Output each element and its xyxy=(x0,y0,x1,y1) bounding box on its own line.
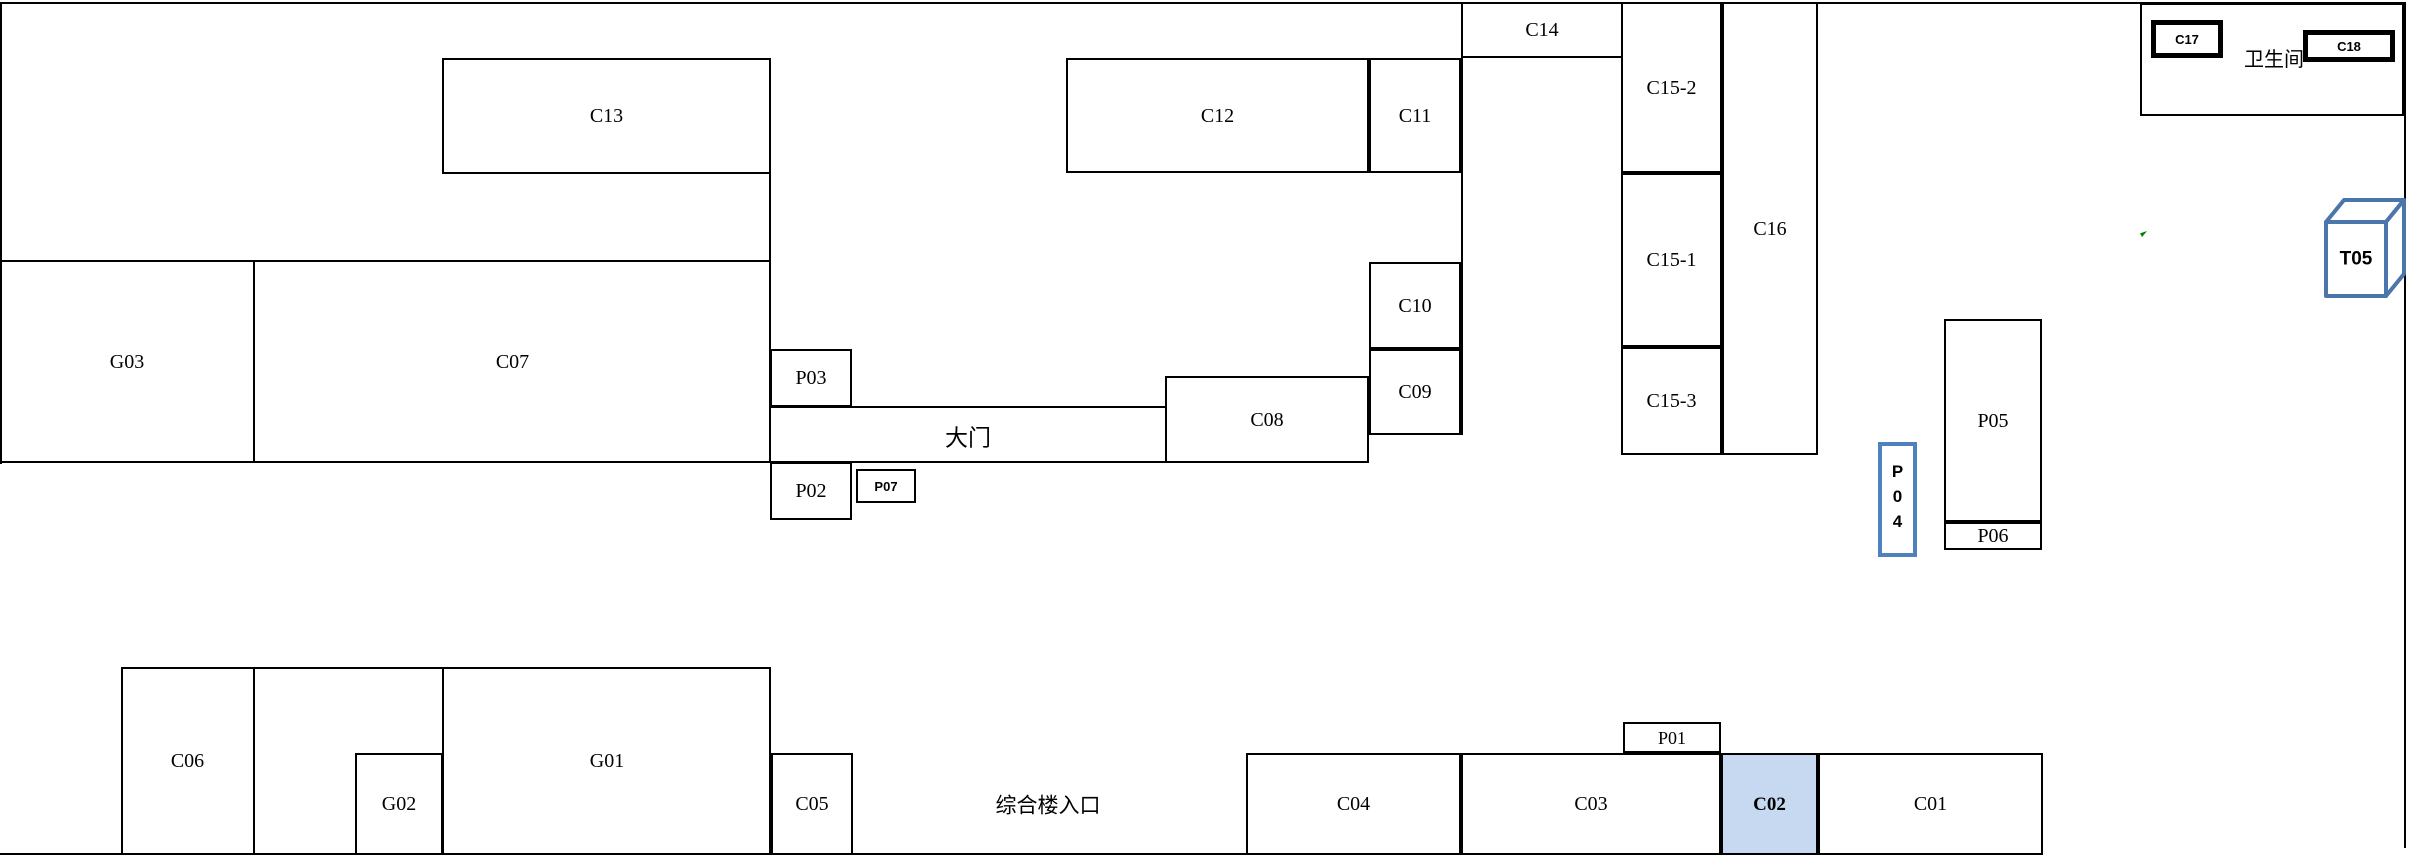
room-g02[interactable]: G02 xyxy=(355,753,443,855)
t05-cube[interactable]: T05 xyxy=(2320,196,2409,300)
room-label: C14 xyxy=(1525,19,1559,41)
bottom-left-block xyxy=(121,667,771,855)
room-label: C18 xyxy=(2337,38,2361,54)
g03-c07-divider-line xyxy=(253,260,255,463)
marker-c17[interactable]: C17 xyxy=(2151,20,2223,58)
right-border-line xyxy=(2404,2,2406,848)
room-c14[interactable]: C14 xyxy=(1461,2,1623,58)
bottom-border-line xyxy=(0,853,2043,855)
room-label: C11 xyxy=(1398,104,1432,127)
c13-c07-connector-line xyxy=(769,172,771,262)
room-g01[interactable]: G01 xyxy=(443,667,771,855)
cube-icon xyxy=(2324,198,2406,298)
room-label: P03 xyxy=(795,367,827,389)
c11-right-line xyxy=(1461,2,1463,435)
room-label: P04 xyxy=(1888,462,1907,537)
room-label: P02 xyxy=(795,480,827,502)
room-label: C09 xyxy=(1398,381,1432,403)
room-label: P06 xyxy=(1977,525,2009,547)
room-c02-selected[interactable]: C02 xyxy=(1721,753,1818,855)
room-label: P05 xyxy=(1977,409,2009,432)
room-label: P01 xyxy=(1657,727,1686,748)
room-p05[interactable]: P05 xyxy=(1944,319,2042,522)
room-label: C03 xyxy=(1574,793,1608,815)
room-c01[interactable]: C01 xyxy=(1818,753,2043,855)
room-c07[interactable]: C07 xyxy=(254,260,771,463)
room-label: C04 xyxy=(1336,793,1371,815)
room-p06[interactable]: P06 xyxy=(1944,522,2042,550)
room-label: C15-3 xyxy=(1646,390,1697,412)
room-c03[interactable]: C03 xyxy=(1461,753,1721,855)
room-c13[interactable]: C13 xyxy=(442,58,771,174)
gate-corridor-bottom-line xyxy=(0,461,1167,463)
room-label: C06 xyxy=(170,750,205,772)
room-label: C17 xyxy=(2175,31,2199,47)
room-c12[interactable]: C12 xyxy=(1066,58,1369,173)
top-border-line xyxy=(0,2,2406,4)
marker-p03[interactable]: P03 xyxy=(770,349,852,407)
marker-p07[interactable]: P07 xyxy=(856,469,916,503)
room-label: C01 xyxy=(1913,793,1948,815)
restroom-label: 卫生间 xyxy=(2244,49,2304,71)
left-border-line xyxy=(0,2,2,464)
room-c08[interactable]: C08 xyxy=(1165,376,1369,463)
room-label: C05 xyxy=(795,793,829,815)
room-label: G03 xyxy=(109,350,145,373)
marker-p02[interactable]: P02 xyxy=(770,462,852,520)
gate-label: 大门 xyxy=(945,425,991,451)
room-label: C12 xyxy=(1200,104,1235,127)
room-c15-3[interactable]: C15-3 xyxy=(1621,347,1722,455)
room-label: C16 xyxy=(1753,217,1787,240)
room-c09[interactable]: C09 xyxy=(1369,349,1461,435)
row-top-line xyxy=(0,260,771,262)
room-label: C15-2 xyxy=(1646,76,1697,99)
room-label: G01 xyxy=(589,750,625,772)
room-c05[interactable]: C05 xyxy=(771,753,853,855)
room-label: C13 xyxy=(589,105,624,127)
entrance-label: 综合楼入口 xyxy=(995,793,1101,818)
room-label: C15-1 xyxy=(1646,249,1697,271)
room-label: C08 xyxy=(1250,408,1284,431)
green-corner-marker xyxy=(2140,231,2147,237)
room-label: C02 xyxy=(1753,793,1786,815)
c06-divider-line xyxy=(253,667,255,855)
marker-p01[interactable]: P01 xyxy=(1623,722,1721,753)
room-c16[interactable]: C16 xyxy=(1722,2,1818,455)
marker-p04[interactable]: P04 xyxy=(1878,442,1917,557)
room-label: T05 xyxy=(2339,248,2373,270)
room-label: P07 xyxy=(874,478,898,494)
room-c11[interactable]: C11 xyxy=(1369,58,1461,173)
room-label: C10 xyxy=(1398,294,1432,317)
room-c06[interactable]: C06 xyxy=(121,667,254,855)
g01-divider-line xyxy=(442,667,444,855)
room-c15-2[interactable]: C15-2 xyxy=(1621,2,1722,173)
room-label: G02 xyxy=(381,793,417,815)
room-g03[interactable]: G03 xyxy=(0,260,254,463)
room-c15-1[interactable]: C15-1 xyxy=(1621,173,1722,347)
room-label: C07 xyxy=(495,350,530,373)
gate-corridor-top-line xyxy=(770,406,1165,408)
marker-c18[interactable]: C18 xyxy=(2303,30,2395,62)
room-c10[interactable]: C10 xyxy=(1369,262,1461,349)
room-c04[interactable]: C04 xyxy=(1246,753,1461,855)
